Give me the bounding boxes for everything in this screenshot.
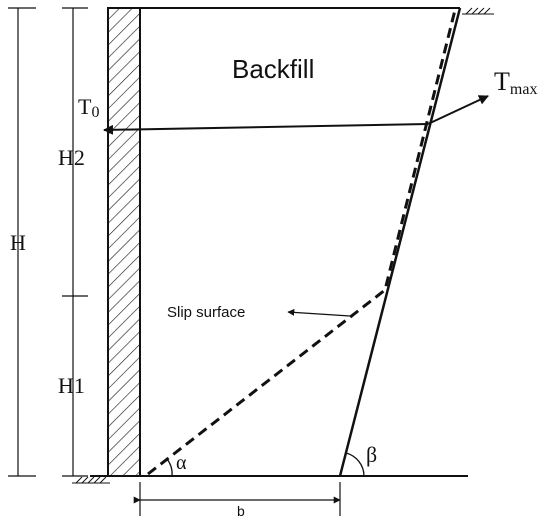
ground-hatch-bottom	[72, 476, 110, 484]
slip-surface-label: Slip surface	[167, 304, 245, 321]
dimension-h1-h2	[62, 7, 88, 477]
dimension-h	[8, 7, 36, 477]
slip-surface-line	[147, 9, 457, 476]
tmax-label: Tmax	[494, 67, 537, 98]
t0-arrow	[103, 123, 429, 135]
inclined-face-line	[338, 7, 462, 477]
alpha-label: α	[176, 452, 187, 474]
t0-label-sub: 0	[91, 104, 99, 121]
slip-surface-pointer	[287, 308, 351, 317]
t0-label: T0	[78, 94, 99, 121]
ground-hatch-top	[462, 7, 494, 15]
t0-label-main: T	[78, 94, 92, 119]
tmax-label-main: T	[494, 67, 510, 96]
h2-label: H2	[58, 145, 85, 170]
dimension-b	[133, 482, 341, 516]
retaining-wall	[107, 7, 141, 477]
backfill-label: Backfill	[232, 54, 314, 84]
alpha-arc	[166, 458, 173, 477]
b-label: b	[237, 503, 245, 519]
beta-arc	[345, 452, 365, 477]
beta-label: β	[366, 442, 377, 467]
tmax-arrow	[427, 95, 489, 125]
h1-label: H1	[58, 373, 85, 398]
tmax-label-sub: max	[510, 81, 538, 98]
h-label: H	[10, 230, 26, 255]
